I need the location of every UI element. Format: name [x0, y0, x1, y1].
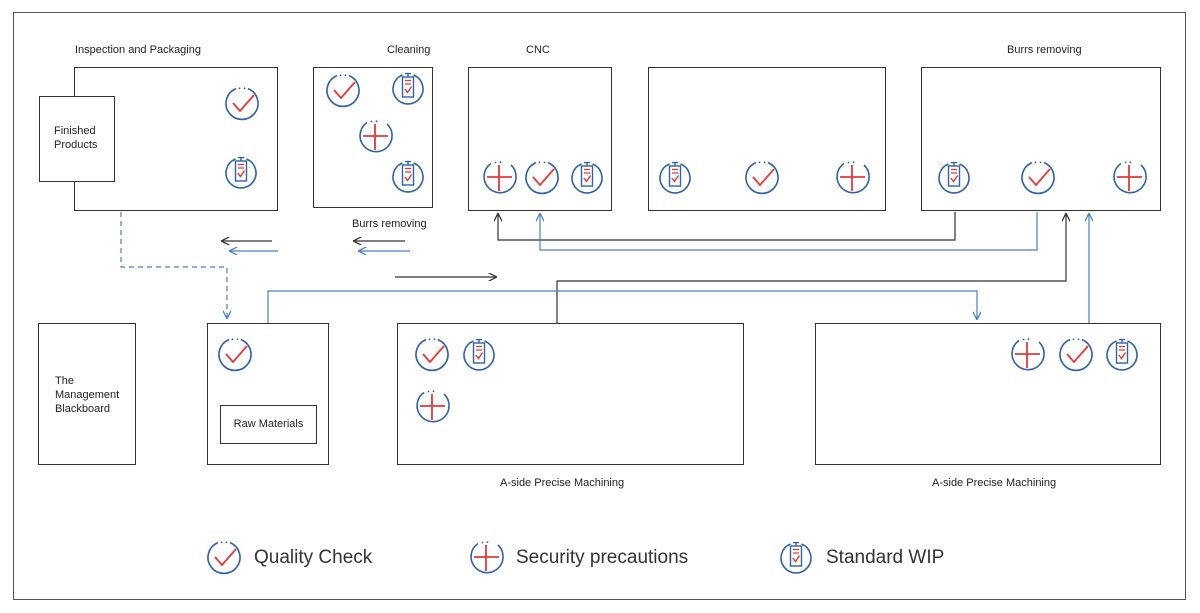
legend-quality-check-label: Quality Check	[254, 547, 373, 568]
security-precautions-icon	[483, 160, 517, 194]
finished-products-box	[39, 96, 115, 182]
flow-inspection-to-raw	[120, 212, 227, 318]
aside-machining-1-label: A-side Precise Machining	[500, 477, 625, 489]
aside-machining-2-box	[815, 323, 1161, 465]
quality-check-icon	[745, 160, 779, 195]
flow-burrs-to-cnc-dark	[498, 212, 956, 241]
legend-standard-wip-icon	[780, 541, 812, 574]
security-precautions-icon	[416, 389, 450, 423]
cnc-label: CNC	[526, 44, 550, 56]
quality-check-icon	[415, 337, 449, 372]
legend-security-precautions-icon	[470, 540, 504, 574]
management-blackboard-box	[38, 323, 136, 465]
legend-quality-check-icon	[207, 540, 241, 575]
flow-raw-to-aside2	[267, 290, 977, 323]
security-precautions-icon	[836, 160, 870, 194]
legend-standard-wip-label: Standard WIP	[826, 547, 945, 568]
quality-check-icon	[326, 73, 360, 108]
inspection-packaging-label: Inspection and Packaging	[75, 44, 201, 56]
flow-burrs-to-cnc-blue	[540, 212, 1038, 251]
security-precautions-icon	[1113, 160, 1147, 194]
standard-wip-icon	[938, 161, 970, 194]
quality-check-icon	[525, 160, 559, 195]
security-precautions-icon	[359, 119, 393, 153]
standard-wip-icon	[225, 156, 257, 189]
cleaning-box	[313, 67, 433, 208]
standard-wip-icon	[571, 161, 603, 194]
raw-materials-label: Raw Materials	[233, 418, 304, 430]
standard-wip-icon	[392, 72, 424, 105]
aside-machining-2-label: A-side Precise Machining	[932, 477, 1057, 489]
quality-check-icon	[1021, 160, 1055, 195]
standard-wip-icon	[392, 160, 424, 193]
diagram-frame	[13, 12, 1186, 600]
burrs-removing-label: Burrs removing	[1007, 44, 1082, 56]
quality-check-icon	[225, 86, 259, 121]
cleaning-label: Cleaning	[387, 44, 431, 56]
flow-aside1-to-burrs	[556, 214, 1066, 323]
finished-products-label: Finished Products	[54, 125, 98, 151]
standard-wip-icon	[1106, 338, 1138, 371]
raw-materials-station-box	[207, 323, 329, 465]
security-precautions-icon	[1011, 337, 1045, 371]
quality-check-icon	[1059, 337, 1093, 372]
cnc-box	[468, 67, 612, 211]
quality-check-icon	[218, 337, 252, 372]
raw-materials-box	[220, 405, 317, 444]
cleaning-burrs-removing-label: Burrs removing	[352, 218, 427, 230]
legend-security-precautions-label: Security precautions	[516, 547, 689, 568]
standard-wip-icon	[659, 161, 691, 194]
aside-machining-1-box	[397, 323, 744, 465]
station-box-middle	[648, 67, 886, 211]
management-blackboard-label: The Management Blackboard	[55, 375, 120, 415]
standard-wip-icon	[463, 338, 495, 371]
burrs-removing-box	[921, 67, 1161, 211]
